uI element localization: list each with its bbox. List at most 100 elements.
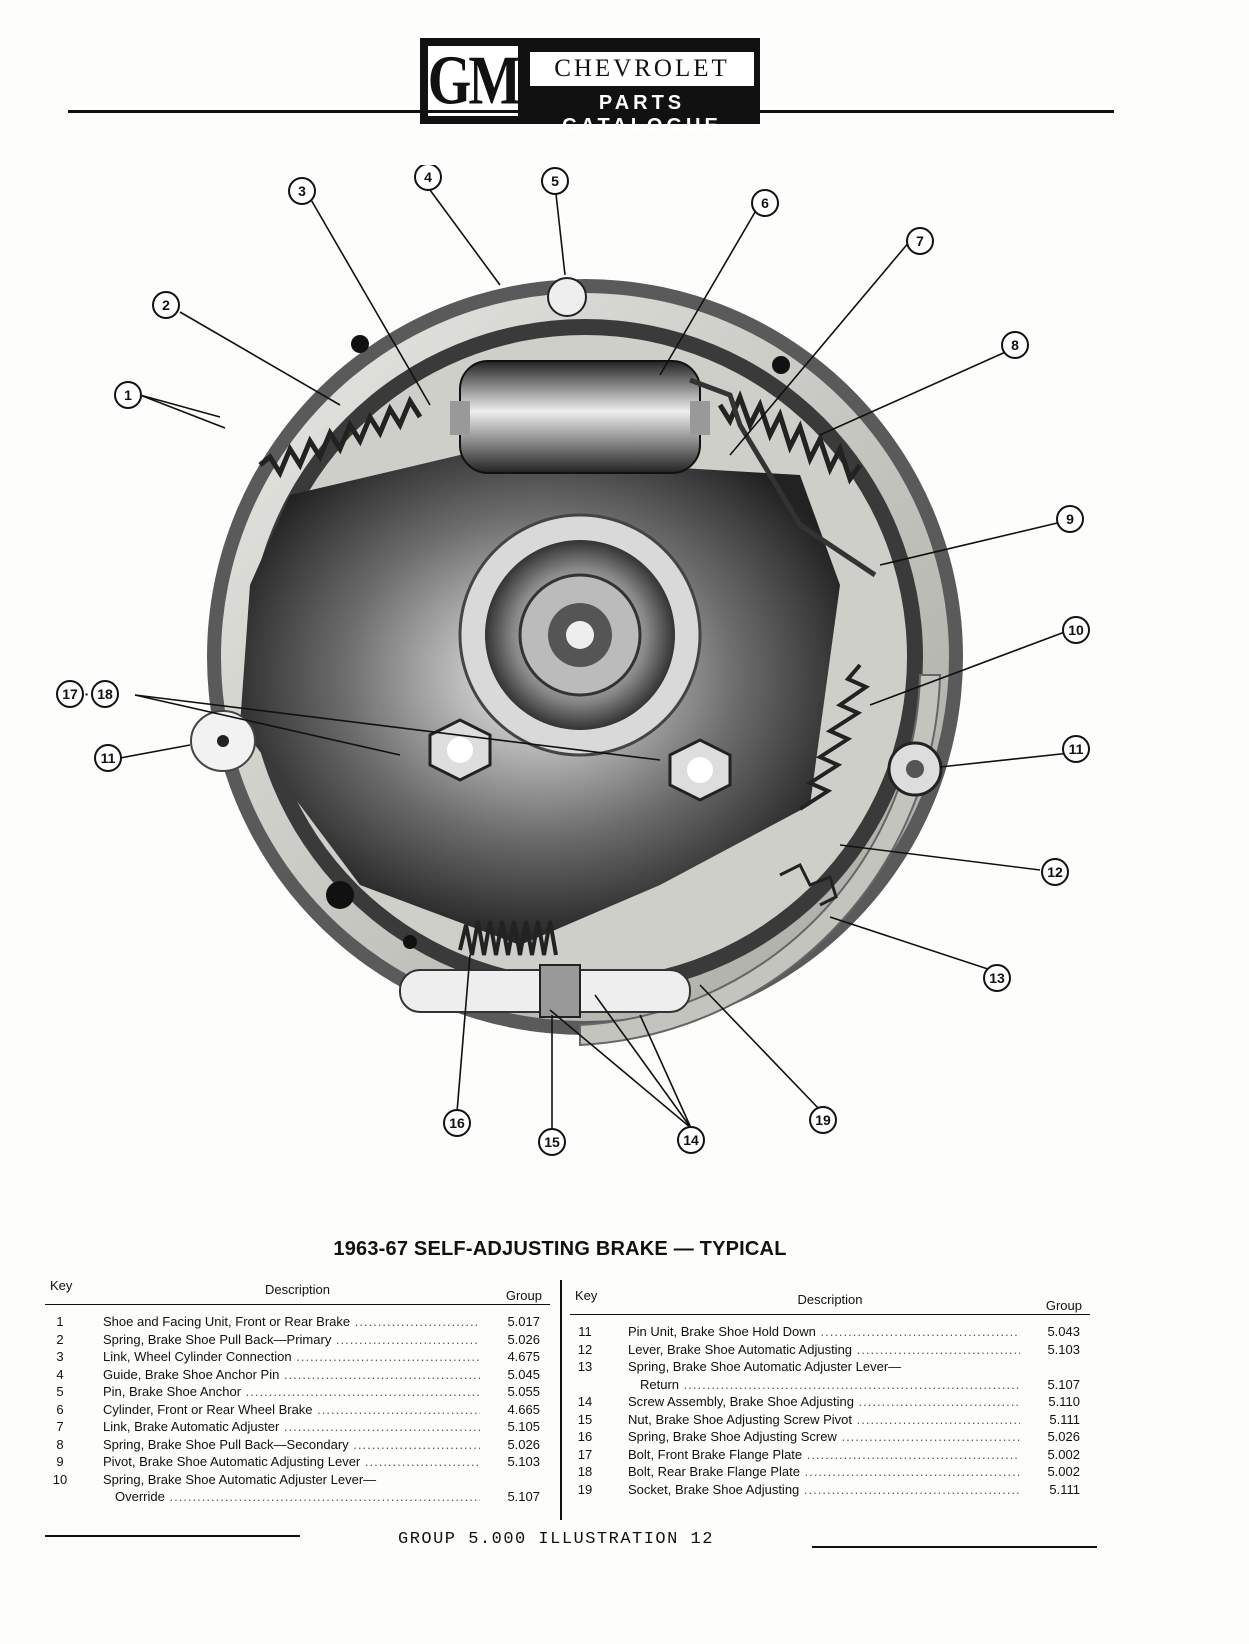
callout-14: 14	[677, 1126, 705, 1154]
part-key: 3	[56, 1349, 64, 1364]
table-header: Key Description Group	[45, 1278, 550, 1305]
part-group: 5.103	[1047, 1341, 1080, 1357]
svg-text:6: 6	[761, 195, 769, 211]
svg-text:17: 17	[62, 686, 78, 702]
part-key: 18	[577, 1464, 593, 1479]
callout-7: 7	[906, 227, 934, 255]
part-key: 5	[56, 1384, 64, 1399]
part-description: Cylinder, Front or Rear Wheel Brake	[103, 1401, 480, 1419]
part-description: Lever, Brake Shoe Automatic Adjusting	[628, 1341, 1020, 1359]
part-key: 15	[577, 1411, 593, 1427]
part-description: Bolt, Rear Brake Flange Plate	[628, 1463, 1020, 1481]
part-group: 4.665	[507, 1401, 540, 1417]
callout-1: 1	[114, 381, 142, 409]
description-header: Description	[797, 1292, 863, 1307]
part-key: 13	[577, 1359, 593, 1374]
callout-5: 5	[541, 167, 569, 195]
part-description: Return	[640, 1376, 1020, 1394]
group-header: Group	[505, 1288, 542, 1303]
callout-8: 8	[1001, 331, 1029, 359]
part-description: Spring, Brake Shoe Automatic Adjuster Le…	[628, 1359, 902, 1374]
callout-16: 16	[443, 1109, 471, 1137]
callout-13: 13	[983, 964, 1011, 992]
part-group: 5.105	[507, 1419, 540, 1434]
table-row: 3 Link, Wheel Cylinder Connection 4.675	[45, 1348, 550, 1366]
part-description: Spring, Brake Shoe Pull Back—Primary	[103, 1331, 480, 1349]
header-rule	[68, 110, 1114, 113]
svg-text:·: ·	[85, 686, 90, 702]
table-row: Return 5.107	[570, 1376, 1090, 1394]
part-group: 5.103	[507, 1454, 540, 1469]
part-description: Override	[115, 1488, 480, 1506]
table-row: Override5.107	[45, 1488, 550, 1506]
svg-text:8: 8	[1011, 337, 1019, 353]
gm-logo: GM	[426, 42, 521, 120]
svg-text:7: 7	[916, 233, 924, 249]
table-row: 7 Link, Brake Automatic Adjuster 5.105	[45, 1418, 550, 1436]
callout-2: 2	[152, 291, 180, 319]
part-description: Shoe and Facing Unit, Front or Rear Brak…	[103, 1313, 480, 1331]
brand-name: CHEVROLET	[530, 52, 754, 86]
part-description: Socket, Brake Shoe Adjusting	[628, 1481, 1020, 1499]
table-row: 15 Nut, Brake Shoe Adjusting Screw Pivot 5…	[570, 1411, 1090, 1429]
part-group: 4.675	[507, 1349, 540, 1364]
part-key: 16	[577, 1429, 593, 1444]
part-description: Spring, Brake Shoe Automatic Adjuster Le…	[103, 1471, 377, 1487]
callout-11-right: 11	[1062, 735, 1090, 763]
part-description: Bolt, Front Brake Flange Plate	[628, 1446, 1020, 1464]
callout-4: 4	[414, 165, 442, 191]
part-group: 5.002	[1047, 1446, 1080, 1462]
part-group: 5.111	[1049, 1481, 1080, 1497]
part-description: Spring, Brake Shoe Pull Back—Secondary	[103, 1436, 480, 1454]
part-key: 4	[56, 1366, 64, 1382]
svg-text:5: 5	[551, 173, 559, 189]
callout-15: 15	[538, 1128, 566, 1156]
table-divider	[560, 1280, 562, 1520]
key-header: Key	[575, 1288, 598, 1303]
part-group: 5.026	[507, 1331, 540, 1347]
table-row: 10 Spring, Brake Shoe Automatic Adjuster …	[45, 1471, 550, 1489]
part-description: Pivot, Brake Shoe Automatic Adjusting Le…	[103, 1453, 480, 1471]
part-key: 19	[577, 1481, 593, 1497]
part-key: 10	[52, 1471, 68, 1487]
callout-18: 18	[91, 680, 119, 708]
brake-assembly-illustration: 1 2 3 4 5 6 7 8 9 10 11 11 12 13 14 15 1…	[56, 165, 1090, 1156]
part-description: Link, Wheel Cylinder Connection	[103, 1348, 480, 1366]
catalogue-header: GM CHEVROLET PARTS CATALOGUE	[420, 38, 760, 137]
svg-text:1: 1	[124, 387, 132, 403]
callout-6: 6	[751, 189, 779, 217]
callout-10: 10	[1062, 616, 1090, 644]
part-key: 9	[56, 1454, 64, 1469]
part-description: Nut, Brake Shoe Adjusting Screw Pivot	[628, 1411, 1020, 1429]
part-description: Link, Brake Automatic Adjuster	[103, 1418, 480, 1436]
callout-3: 3	[288, 177, 316, 205]
svg-text:4: 4	[424, 169, 432, 185]
part-description: Pin Unit, Brake Shoe Hold Down	[628, 1323, 1020, 1341]
table-row: 19 Socket, Brake Shoe Adjusting 5.111	[570, 1481, 1090, 1499]
part-key: 6	[56, 1401, 64, 1417]
key-header: Key	[50, 1278, 73, 1293]
part-group: 5.017	[507, 1314, 540, 1329]
svg-text:19: 19	[815, 1112, 831, 1128]
part-group: 5.026	[507, 1436, 540, 1452]
svg-text:2: 2	[162, 297, 170, 313]
svg-text:16: 16	[449, 1115, 465, 1131]
part-key: 7	[56, 1419, 64, 1434]
callout-17: 17	[56, 680, 84, 708]
table-row: 9 Pivot, Brake Shoe Automatic Adjusting L…	[45, 1453, 550, 1471]
part-group: 5.107	[1047, 1376, 1080, 1392]
group-header: Group	[1045, 1298, 1082, 1313]
table-header: Key Description Group	[570, 1288, 1090, 1315]
part-group: 5.111	[1049, 1411, 1080, 1427]
footer-label: GROUP 5.000 ILLUSTRATION 12	[398, 1530, 714, 1549]
part-group: 5.045	[507, 1366, 540, 1382]
